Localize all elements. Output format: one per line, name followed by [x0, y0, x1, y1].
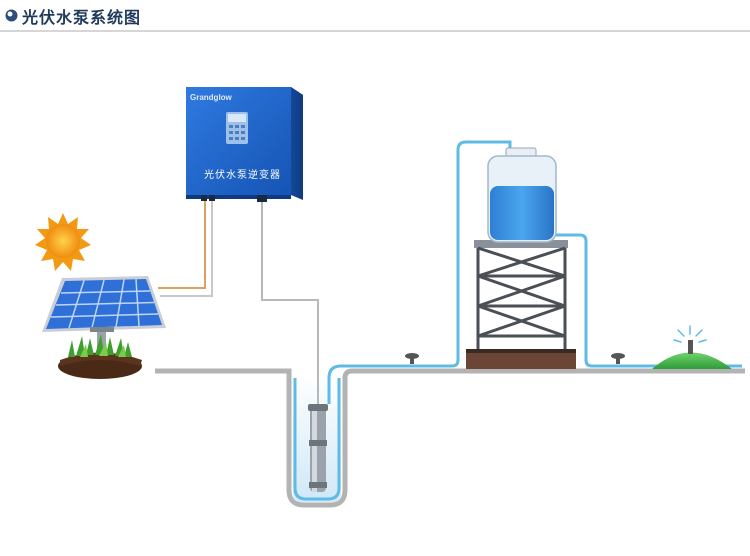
sprinkler-icon	[652, 325, 732, 369]
inverter-label: 光伏水泵逆变器	[204, 170, 281, 181]
dc-cable	[158, 196, 213, 297]
page-title: 光伏水泵系统图	[22, 8, 142, 27]
ground-line	[155, 368, 745, 508]
submersible-pump-icon	[308, 404, 328, 492]
sun-icon	[35, 213, 91, 271]
pump-cable	[261, 198, 319, 404]
valve-icon	[405, 353, 419, 364]
inverter-brand: Grandglow	[190, 93, 232, 102]
water-pipe	[327, 140, 742, 404]
valve-icon	[611, 353, 625, 364]
water-tank-icon	[466, 147, 576, 369]
bullet-icon	[5, 9, 18, 22]
inverter-icon	[186, 87, 303, 202]
header-divider	[0, 30, 750, 32]
diagram-header: 光伏水泵系统图	[0, 0, 750, 32]
solar-panel-icon	[42, 276, 166, 379]
